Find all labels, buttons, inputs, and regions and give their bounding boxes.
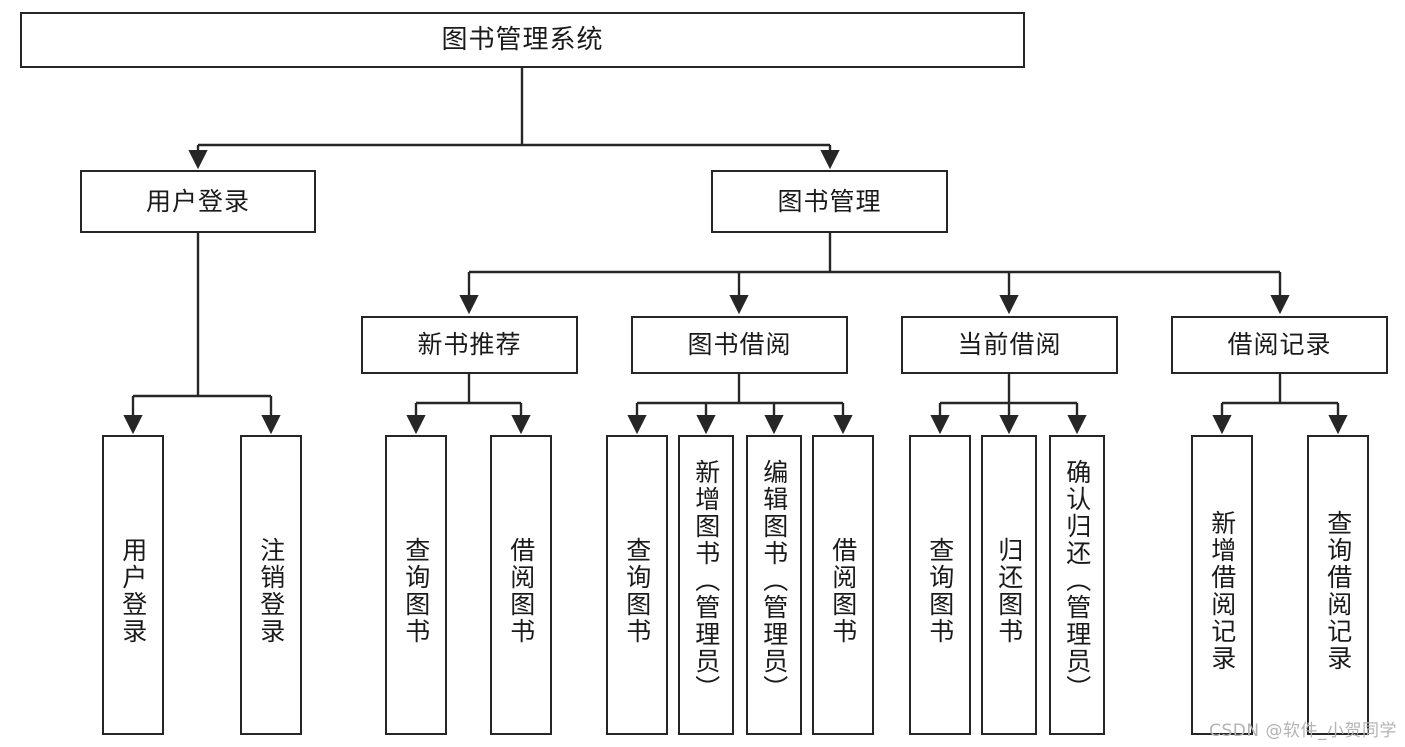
node-book-borrow[interactable]: 图书借阅: [631, 316, 848, 374]
node-root[interactable]: 图书管理系统: [20, 12, 1025, 68]
node-leaf-borrow-book-2-label: 借阅图书: [828, 537, 858, 645]
node-leaf-user-login[interactable]: 用户登录: [102, 435, 164, 735]
node-leaf-query-record-label: 查询借阅记录: [1323, 510, 1353, 672]
node-borrow-record-label: 借阅记录: [1227, 330, 1332, 360]
node-leaf-query-book-3[interactable]: 查询图书: [909, 435, 971, 735]
node-leaf-confirm-return[interactable]: 确认归还（管理员）: [1049, 435, 1105, 735]
node-leaf-user-login-label: 用户登录: [118, 537, 148, 645]
node-leaf-borrow-book-1[interactable]: 借阅图书: [490, 435, 552, 735]
node-leaf-edit-book[interactable]: 编辑图书（管理员）: [746, 435, 802, 735]
node-leaf-return-book[interactable]: 归还图书: [981, 435, 1037, 735]
node-user-login[interactable]: 用户登录: [80, 170, 316, 233]
node-leaf-query-book-3-label: 查询图书: [925, 537, 955, 645]
node-leaf-query-book-2-label: 查询图书: [622, 537, 652, 645]
node-leaf-confirm-return-label: 确认归还（管理员）: [1062, 459, 1092, 702]
node-new-book-recommend[interactable]: 新书推荐: [361, 316, 578, 374]
csdn-watermark: CSDN @软件_小贺同学: [1209, 721, 1397, 741]
node-leaf-query-book-1-label: 查询图书: [401, 537, 431, 645]
node-leaf-add-book[interactable]: 新增图书（管理员）: [678, 435, 734, 735]
node-book-management-label: 图书管理: [777, 186, 882, 216]
node-leaf-query-book-1[interactable]: 查询图书: [385, 435, 447, 735]
node-root-label: 图书管理系统: [441, 24, 604, 55]
node-leaf-query-record[interactable]: 查询借阅记录: [1307, 435, 1369, 735]
node-leaf-query-book-2[interactable]: 查询图书: [606, 435, 668, 735]
node-leaf-add-record-label: 新增借阅记录: [1207, 510, 1237, 672]
node-leaf-add-record[interactable]: 新增借阅记录: [1191, 435, 1253, 735]
node-user-login-label: 用户登录: [145, 186, 250, 216]
node-leaf-return-book-label: 归还图书: [994, 537, 1024, 645]
node-leaf-logout-login[interactable]: 注销登录: [240, 435, 302, 735]
node-current-borrow[interactable]: 当前借阅: [901, 316, 1118, 374]
node-book-management[interactable]: 图书管理: [711, 170, 948, 233]
node-current-borrow-label: 当前借阅: [957, 330, 1062, 360]
node-leaf-logout-login-label: 注销登录: [256, 537, 286, 645]
node-book-borrow-label: 图书借阅: [687, 330, 792, 360]
node-leaf-edit-book-label: 编辑图书（管理员）: [759, 459, 789, 702]
node-borrow-record[interactable]: 借阅记录: [1171, 316, 1388, 374]
node-leaf-add-book-label: 新增图书（管理员）: [691, 459, 721, 702]
node-new-book-recommend-label: 新书推荐: [417, 330, 522, 360]
node-leaf-borrow-book-1-label: 借阅图书: [506, 537, 536, 645]
node-leaf-borrow-book-2[interactable]: 借阅图书: [812, 435, 874, 735]
